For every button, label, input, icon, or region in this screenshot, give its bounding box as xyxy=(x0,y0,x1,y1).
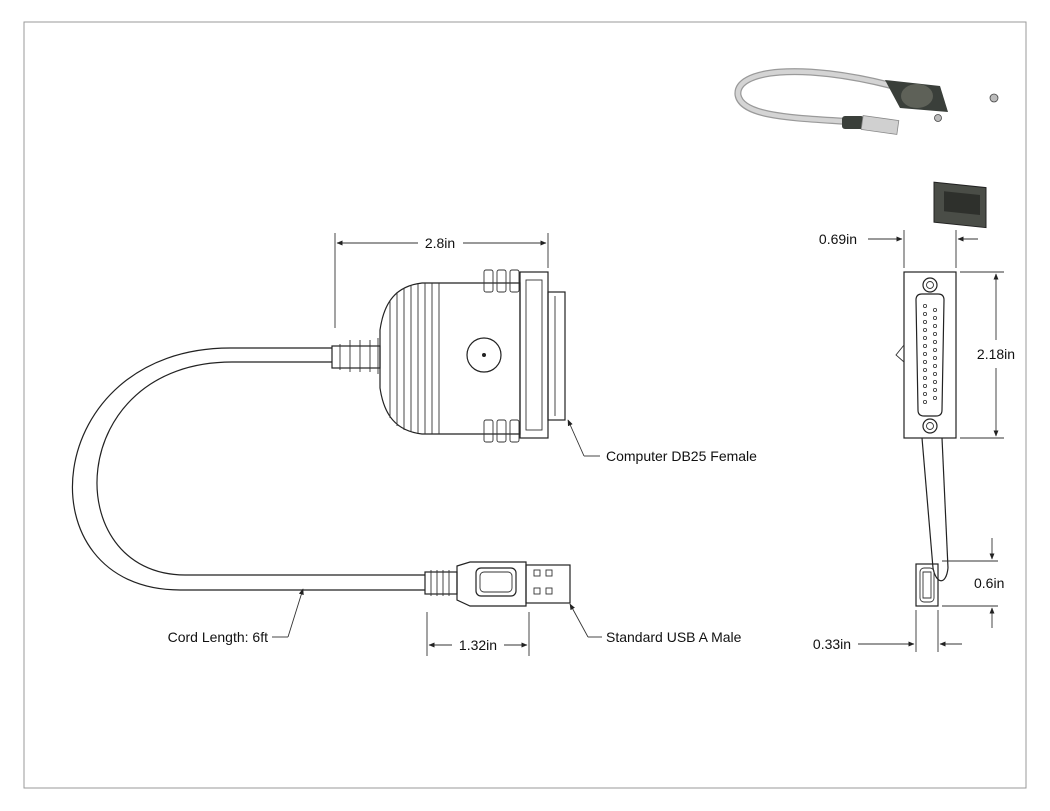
callout-cord-label: Cord Length: 6ft xyxy=(168,629,269,645)
logo-circle xyxy=(466,337,502,373)
photo-usb-plug xyxy=(842,115,900,135)
dim-side-width: 0.69in xyxy=(819,230,978,268)
product-photo xyxy=(734,68,999,229)
dim-width-top: 2.8in xyxy=(334,233,549,328)
dim-usb-height-label: 0.6in xyxy=(974,575,1004,591)
side-pins xyxy=(923,303,938,404)
dim-usb-length: 1.32in xyxy=(426,612,530,656)
cable-loop-outer xyxy=(71,347,425,591)
dim-side-height: 2.18in xyxy=(960,271,1015,439)
dim-side-width-label: 0.69in xyxy=(819,231,857,247)
drawing-border xyxy=(23,21,1027,789)
dim-width-top-label: 2.8in xyxy=(425,235,455,251)
callout-cord: Cord Length: 6ft xyxy=(168,588,304,645)
side-flange xyxy=(903,271,957,439)
callout-db25-label: Computer DB25 Female xyxy=(606,448,757,464)
side-view: 0.69in 2.18in 0.6in 0.33in xyxy=(813,230,1015,652)
side-usb-plug xyxy=(915,563,939,607)
dim-usb-height: 0.6in xyxy=(942,538,1004,628)
dim-side-height-label: 2.18in xyxy=(977,346,1015,362)
db25-body xyxy=(379,269,521,443)
usb-plug-front xyxy=(424,561,571,607)
front-view: 2.8in 1.32in Computer DB25 Female Standa… xyxy=(71,233,757,656)
callout-usb: Standard USB A Male xyxy=(569,603,742,645)
dim-usb-length-label: 1.32in xyxy=(459,637,497,653)
db25-shell xyxy=(519,271,566,439)
db25-strain-relief xyxy=(331,338,381,374)
side-dshell xyxy=(915,293,945,417)
dim-usb-width-label: 0.33in xyxy=(813,636,851,652)
photo-db25-connector xyxy=(885,80,999,229)
dim-usb-width: 0.33in xyxy=(813,610,962,652)
cable-loop-inner xyxy=(96,361,425,576)
callout-db25: Computer DB25 Female xyxy=(567,419,757,464)
callout-usb-label: Standard USB A Male xyxy=(606,629,742,645)
